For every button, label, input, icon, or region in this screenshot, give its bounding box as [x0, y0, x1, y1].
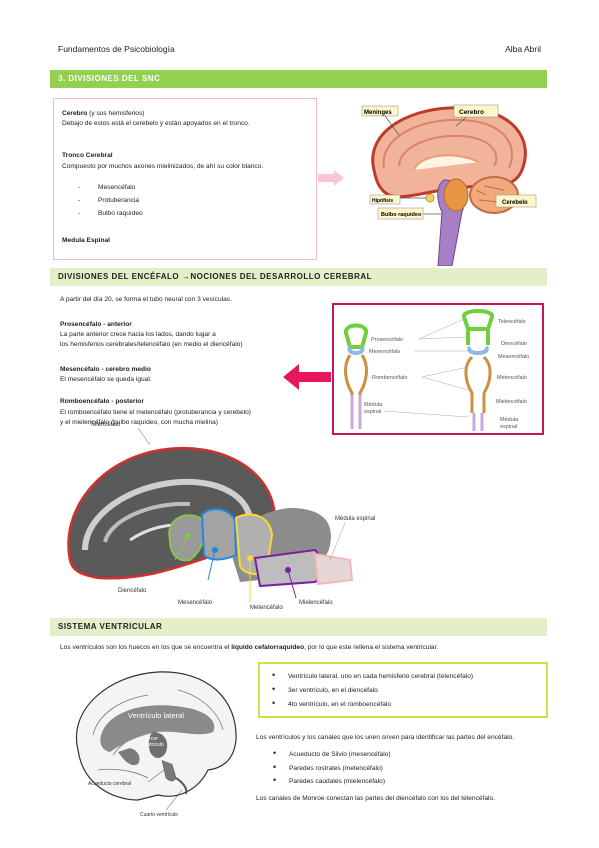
- monroe-desc: Los canales de Monroe conectan las parte…: [256, 795, 495, 802]
- list-item: Acueducto de Silvio (mesencéfalo): [273, 748, 391, 762]
- neural-tube-diagram: Prosencéfalo Mesencéfalo Rombencéfalo Mé…: [344, 309, 529, 431]
- arrow-right-icon: [318, 170, 344, 186]
- tube-label-metencefalo: Metencéfalo: [497, 375, 527, 381]
- tube-label-prosencefalo: Prosencéfalo: [371, 337, 403, 343]
- tube-label-rombencefalo: Rombencéfalo: [372, 375, 407, 381]
- romboencefalo-line2: y el mielencéfalo (bulbo raquídeo, con m…: [60, 419, 218, 426]
- list-item: 4to ventrículo, en el romboencéfalo: [272, 698, 473, 712]
- brain-label-mielencefalo: Mielencéfalo: [299, 600, 333, 606]
- label-bulbo: Bulbo raquídeo: [381, 212, 422, 218]
- prosencefalo-line1: La parte anterior crece hacia los lados,…: [60, 331, 216, 338]
- section-title-sistema-ventricular: SISTEMA VENTRICULAR: [50, 618, 547, 636]
- brain-label-mesencefalo: Mesencéfalo: [178, 600, 213, 606]
- label-hipofisis: Hipófisis: [372, 198, 393, 204]
- tube-label-telencefalo: Telencéfalo: [498, 319, 526, 325]
- snc-text-box: [53, 98, 317, 260]
- ventricles-list: Ventrículo lateral, uno en cada hemisfer…: [272, 670, 473, 712]
- vent-label-ventriculo: ventrículo: [142, 742, 164, 748]
- arrow-left-icon: [283, 364, 331, 390]
- label-meninges: Meninges: [364, 110, 392, 116]
- section-title-divisiones-snc: 3. DIVISIONES DEL SNC: [50, 70, 547, 88]
- prosencefalo-heading: Prosencéfalo - anterior: [60, 321, 132, 328]
- neural-tube-diagram-frame: [332, 303, 544, 435]
- label-cerebelo: Cerebelo: [502, 200, 528, 206]
- canales-desc: Los ventrículos y los canales que los un…: [256, 734, 515, 741]
- brain-label-metencefalo: Metencéfalo: [250, 605, 283, 611]
- cerebro-desc: Debajo de estos está el cerebelo y están…: [62, 120, 250, 127]
- ventricles-list-box: [258, 662, 548, 718]
- mesencefalo-heading: Mesencéfalo - cerebro medio: [60, 366, 151, 373]
- list-item: 3er ventrículo, en el diencéfalo: [272, 684, 473, 698]
- vent-label-lateral: Ventrículo lateral: [128, 711, 184, 720]
- list-item: Paredes caudales (mielencéfalo): [273, 775, 391, 789]
- doc-header-right: Alba Abril: [505, 44, 541, 54]
- vent-label-tercer: Tercer: [144, 736, 158, 742]
- tube-label-mesencefalo-r: Mesencéfalo: [498, 354, 529, 360]
- doc-header-left: Fundamentos de Psicobiología: [58, 44, 175, 54]
- label-cerebro: Cerebro: [459, 109, 484, 116]
- section-title-divisiones-encefalo: DIVISIONES DEL ENCÉFALO →NOCIONES DEL DE…: [50, 268, 547, 286]
- tube-label-espinal: espinal: [364, 409, 381, 415]
- list-item: Mesencéfalo: [78, 181, 143, 194]
- tube-label-medula: Médula: [364, 402, 383, 408]
- list-item: Protuberancia: [78, 194, 143, 207]
- prosencefalo-line2: los hemisferios cerebrales/telencéfalo (…: [60, 341, 243, 348]
- list-item: Bulbo raquídeo: [78, 207, 143, 220]
- mesencefalo-desc: El mesencéfalo se queda igual.: [60, 376, 152, 383]
- list-item: Paredes rostrales (metencéfalo): [273, 762, 391, 776]
- tube-label-diencefalo: Diencéfalo: [501, 341, 527, 347]
- vent-label-acueducto: Acueducto cerebral: [88, 781, 131, 787]
- tronco-heading: Tronco Cerebral: [62, 152, 113, 159]
- brain-label-diencefalo: Diencéfalo: [118, 588, 147, 594]
- medula-heading: Medula Espinal: [62, 237, 110, 244]
- tubo-neural-intro: A partir del día 20, se forma el tubo ne…: [60, 296, 232, 303]
- vent-label-cuarto: Cuarto ventrículo: [140, 812, 178, 818]
- ventriculos-intro: Los ventrículos son los huecos en los qu…: [60, 644, 439, 651]
- brain-label-medula: Médula espinal: [335, 516, 375, 522]
- tube-label-mielencefalo: Mielencéfalo: [496, 399, 527, 405]
- tube-label-espinal-r: espinal: [500, 424, 517, 430]
- canales-list: Acueducto de Silvio (mesencéfalo) Parede…: [273, 748, 391, 789]
- tronco-desc: Compuesto por muchos axones mielinizados…: [62, 163, 264, 170]
- romboencefalo-heading: Romboencéfalo - posterior: [60, 398, 144, 405]
- tube-label-mesencefalo: Mesencéfalo: [369, 349, 400, 355]
- tronco-list: Mesencéfalo Protuberancia Bulbo raquídeo: [78, 181, 143, 220]
- cerebro-heading: Cerebro (y sus hemisferios): [62, 110, 145, 117]
- tube-label-medula-r: Médula: [500, 417, 519, 423]
- ventricular-system-illustration: Ventrículo lateral Tercer ventrículo Acu…: [75, 671, 237, 818]
- snc-brain-illustration: Meninges Cerebro Hipófisis Bulbo raquíde…: [361, 104, 537, 266]
- encefalo-brain-photo: Telencéfalo Diencéfalo Mesencéfalo Meten…: [67, 422, 375, 611]
- list-item: Ventrículo lateral, uno en cada hemisfer…: [272, 670, 473, 684]
- brain-label-telencefalo: Telencéfalo: [90, 422, 121, 428]
- romboencefalo-line1: El romboencéfalo tiene el metencéfalo (p…: [60, 409, 251, 416]
